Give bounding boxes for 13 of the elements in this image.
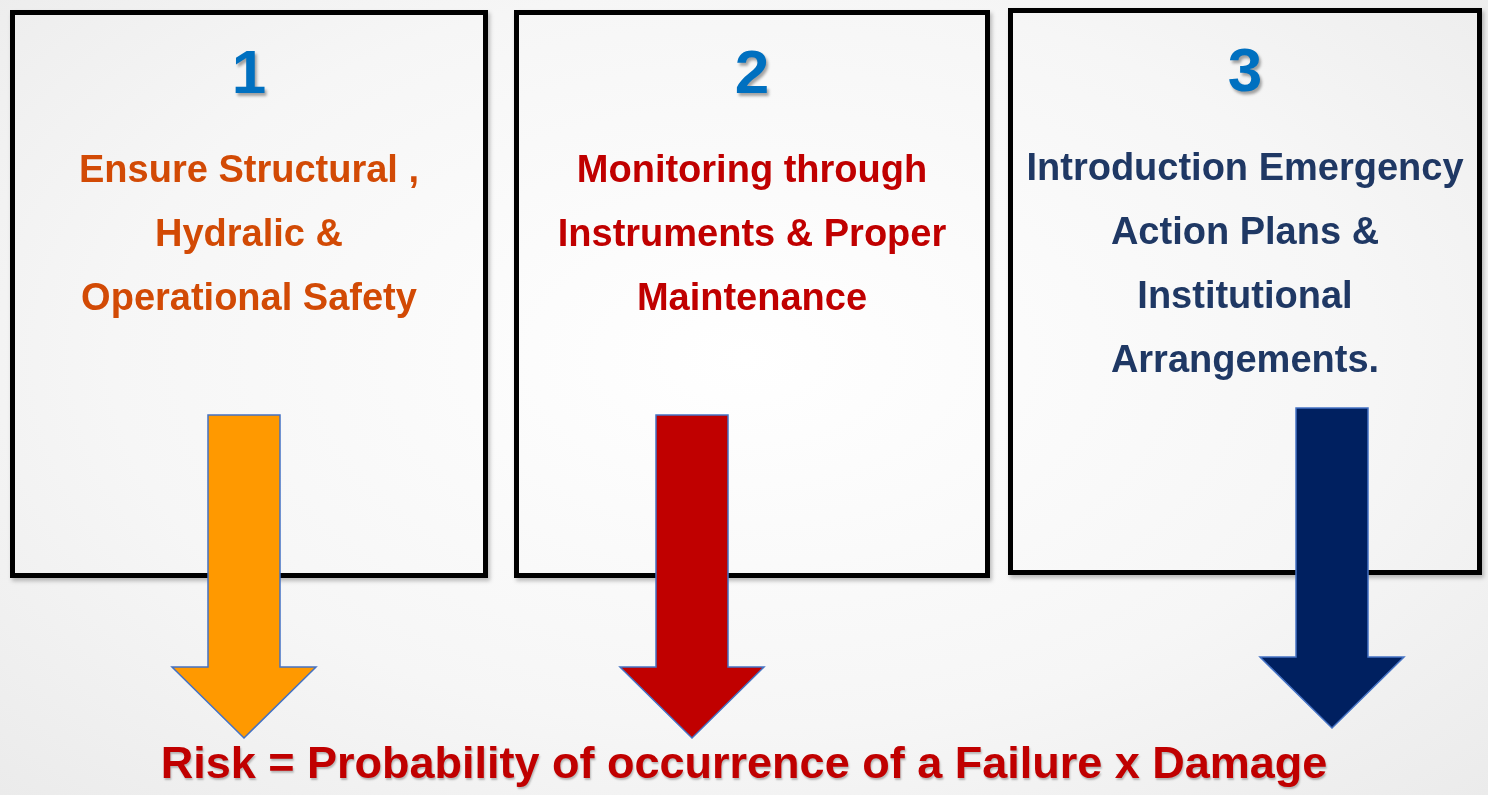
risk-formula: Risk = Probability of occurrence of a Failure x Damage [160, 740, 1328, 785]
block-arrow [618, 414, 766, 740]
step-text: Ensure Structural , Hydralic & Operational Safety [78, 147, 420, 320]
step-box [10, 10, 488, 578]
step-box [514, 10, 990, 578]
step-text: Introduction Emergency Action Plans & Institutional Arrangements. [1025, 145, 1465, 382]
step-box [1008, 8, 1482, 575]
block-arrow [170, 414, 318, 740]
step-number: 1 [231, 41, 267, 103]
block-arrow [1258, 407, 1406, 730]
step-text: Monitoring through Instruments & Proper Maintenance [556, 147, 948, 320]
step-number: 3 [1227, 39, 1263, 101]
step-number: 2 [734, 41, 770, 103]
